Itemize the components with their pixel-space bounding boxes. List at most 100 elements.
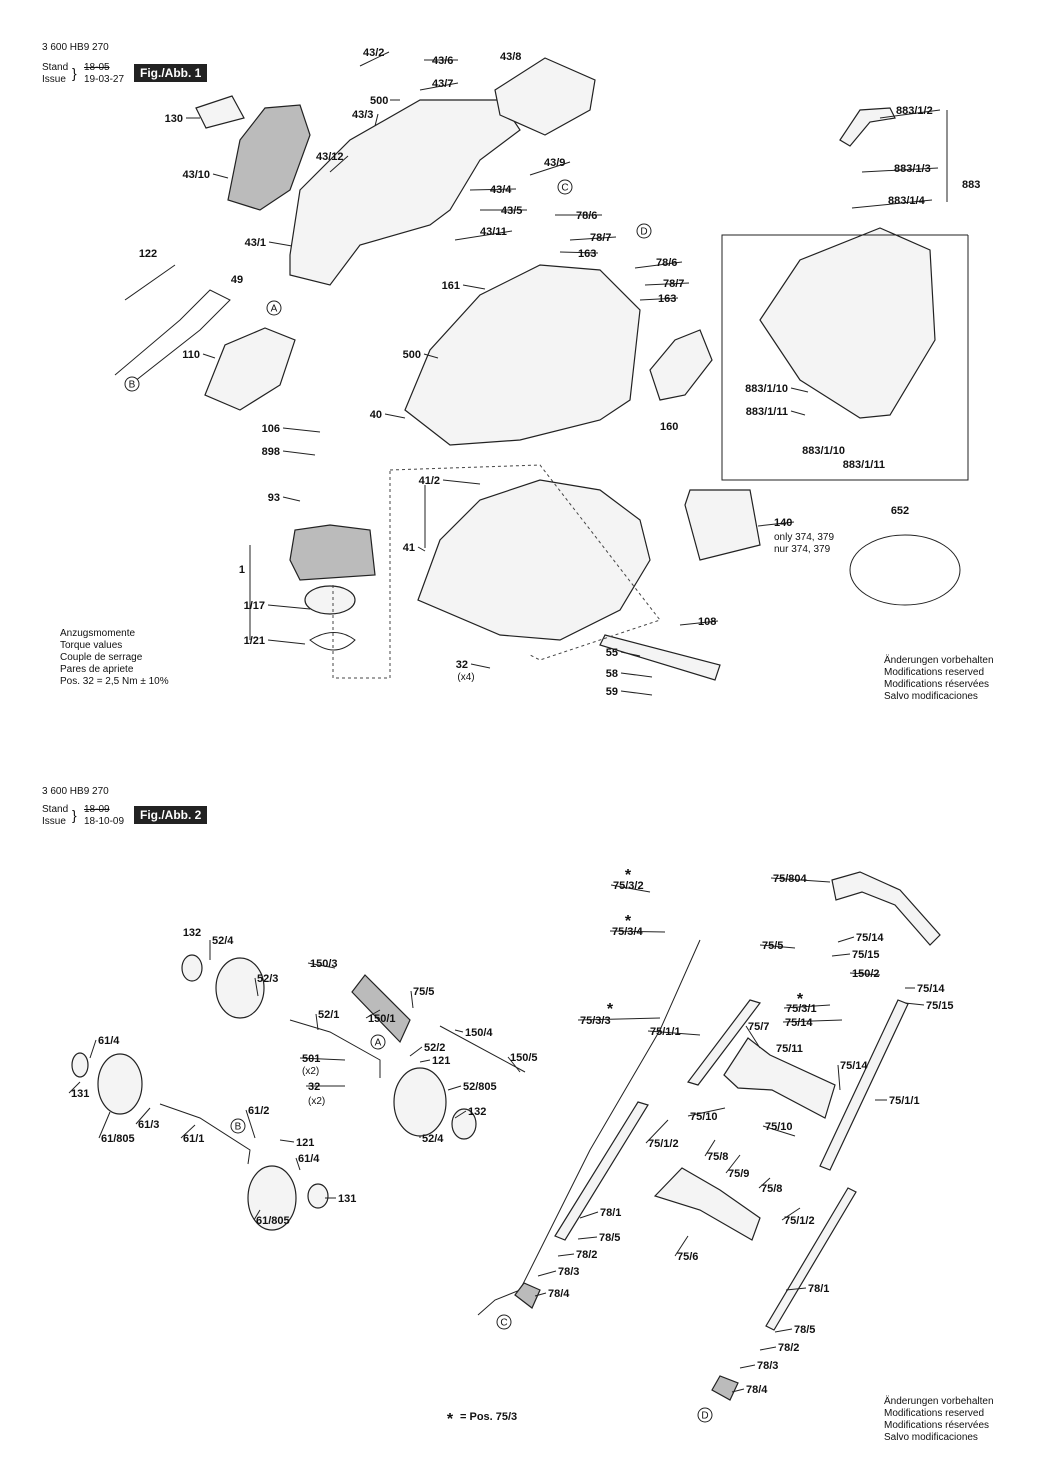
- tube-78-1-left: [554, 1101, 649, 1241]
- part-number-label: 78/1: [808, 1283, 829, 1295]
- part-number-label: 78/4: [548, 1288, 570, 1300]
- part-number-label: 1/21: [244, 635, 265, 647]
- part-number-label: 43/5: [501, 205, 522, 217]
- fig1-issue-date: 19-03-27: [84, 74, 125, 85]
- part-number-label: 40: [370, 409, 382, 421]
- part-number-label: 110: [182, 349, 200, 361]
- fig1-doc-number: 3 600 HB9 270: [42, 42, 109, 53]
- part-number-label: 78/6: [656, 257, 677, 269]
- leader-line: [374, 113, 379, 127]
- fig1-tag: Fig./Abb. 1: [134, 64, 208, 82]
- leader-line: [762, 1125, 796, 1137]
- leader-line: [785, 1287, 807, 1291]
- leader-line: [423, 353, 439, 359]
- part-number-label: 150/3: [310, 958, 338, 970]
- clamp-78-4-right: [711, 1375, 739, 1401]
- leader-line: [410, 990, 414, 1009]
- leader-line: [135, 1107, 151, 1125]
- part-number-label: 132: [183, 927, 201, 939]
- leader-line: [759, 944, 796, 949]
- mods-line: Salvo modificaciones: [884, 691, 978, 702]
- part-number-label: 43/1: [245, 237, 266, 249]
- handle-housing-upper: [289, 99, 521, 286]
- leader-line: [609, 930, 666, 933]
- leader-line: [529, 161, 571, 176]
- part-number-label: 898: [262, 446, 280, 458]
- grass-box-883: [759, 227, 936, 419]
- leader-line: [409, 1046, 423, 1057]
- handle-883-1-2: [839, 107, 896, 147]
- part-number-label: 883/1/11: [746, 406, 788, 418]
- leader-line: [620, 690, 653, 696]
- part-number-label: 78/5: [599, 1232, 620, 1244]
- leader-line: [879, 109, 941, 119]
- reference-letter: B: [235, 1122, 242, 1133]
- part-number-label: 78/4: [746, 1384, 768, 1396]
- leader-line: [745, 1025, 761, 1049]
- leader-line: [851, 199, 933, 209]
- part-shapes: [71, 57, 969, 1401]
- part-number-label: 43/12: [316, 151, 344, 163]
- spring-122: [124, 264, 176, 301]
- wheel-61-805-lower: [247, 1165, 297, 1231]
- leader-line: [282, 496, 301, 502]
- part-number-label: 43/3: [352, 109, 373, 121]
- leader-line: [268, 241, 293, 247]
- wheel-52-805-upper: [215, 957, 265, 1019]
- part-number-label: 78/7: [663, 278, 684, 290]
- hubcap-132-upper: [181, 954, 203, 982]
- part-number-label: 59: [606, 686, 618, 698]
- part-number-label: 883: [962, 179, 980, 191]
- part-number-label: 75/7: [748, 1021, 769, 1033]
- part-number-label: 75/10: [690, 1111, 718, 1123]
- reference-letter-circle: [230, 1118, 246, 1134]
- part-number-label: 75/3/4: [612, 926, 643, 938]
- part-number-label: 883/1/4: [888, 195, 926, 207]
- leader-line: [254, 977, 259, 997]
- mods-line: Modifications réservées: [884, 679, 990, 690]
- leader-line: [639, 297, 679, 301]
- part-number-label: 883/1/10: [802, 445, 845, 457]
- part-number-label: 41/2: [419, 475, 440, 487]
- reference-letter: C: [561, 183, 568, 194]
- part-number-label: 75/8: [707, 1151, 728, 1163]
- rear-flap-110: [204, 327, 296, 411]
- part-number-label: 61/4: [98, 1035, 120, 1047]
- reference-letter-circle: [266, 300, 282, 316]
- part-number-label: 43/11: [480, 226, 507, 238]
- reference-letter: D: [701, 1411, 708, 1422]
- dashed-link-motor: [332, 470, 391, 679]
- fig2-issue-label: Issue: [42, 816, 66, 827]
- mods-line: Modifications réservées: [884, 1420, 990, 1431]
- leader-line: [359, 51, 390, 67]
- axle-52-1: [289, 1019, 381, 1078]
- part-number-label: 75/14: [856, 932, 884, 944]
- leader-line: [687, 1107, 726, 1117]
- part-number-label: 61/1: [183, 1133, 204, 1145]
- fan-1-17: [304, 585, 356, 615]
- leader-line: [447, 1085, 462, 1091]
- part-number-label: 108: [698, 616, 716, 628]
- leader-line: [89, 1039, 97, 1059]
- asterisk-marker: *: [607, 1001, 614, 1018]
- leader-line: [620, 672, 653, 678]
- reference-letter: B: [129, 380, 136, 391]
- fig2-issue-date: 18-10-09: [84, 816, 125, 827]
- reference-letter-circle: [636, 223, 652, 239]
- part-note-label: (x2): [302, 1066, 319, 1077]
- part-number-label: 163: [578, 248, 596, 260]
- part-number-label: 49: [231, 274, 243, 286]
- hubcap-131-lower: [307, 1183, 329, 1209]
- mods-line: Salvo modificaciones: [884, 1432, 978, 1443]
- hubcap-131-upper: [71, 1052, 89, 1078]
- cable-75-3-3: [477, 939, 701, 1316]
- handle-75-804: [831, 871, 941, 946]
- fig2-brace: }: [72, 807, 77, 823]
- fig2-doc-number: 3 600 HB9 270: [42, 786, 109, 797]
- clamp-78-4-left: [514, 1282, 541, 1309]
- leader-line: [774, 1328, 793, 1333]
- leader-line: [469, 188, 517, 191]
- part-number-label: 75/15: [926, 1000, 954, 1012]
